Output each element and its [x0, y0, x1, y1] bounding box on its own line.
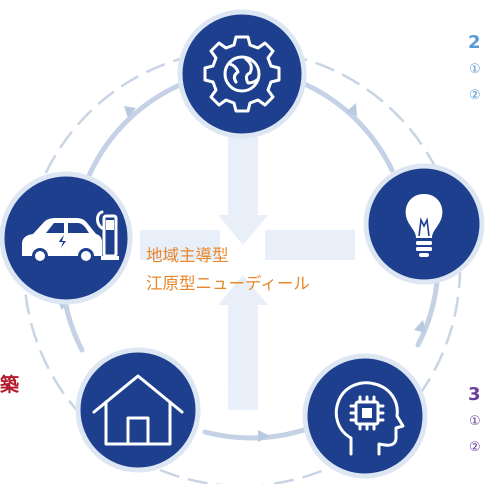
- section-3-item-1: ①: [469, 414, 481, 429]
- node-ai: [302, 353, 428, 479]
- background-arrows: [140, 100, 355, 410]
- left-fragment-text: 築: [0, 374, 20, 396]
- node-idea: [363, 163, 485, 285]
- lightbulb-icon: [405, 194, 443, 257]
- section-number-2: 2: [468, 32, 481, 53]
- node-mobility: [0, 171, 133, 305]
- node-housing: [75, 347, 201, 473]
- gear-globe-icon: [203, 35, 281, 113]
- section-2-item-2: ②: [469, 88, 481, 103]
- section-3-item-2: ②: [469, 440, 481, 455]
- arrowhead-top-left: [124, 106, 136, 118]
- arrowhead-top-right: [346, 103, 357, 116]
- section-number-3: 3: [468, 384, 481, 405]
- arrowhead-bottom: [258, 430, 270, 442]
- arrowhead-right: [414, 320, 426, 333]
- ai-head-chip-icon: [334, 381, 405, 456]
- node-global-gear: [177, 9, 307, 139]
- center-title-line2: 江原型ニューディール: [146, 274, 310, 293]
- section-2-item-1: ①: [469, 62, 481, 77]
- ev-car-charging-icon: [22, 210, 119, 264]
- house-icon: [92, 374, 184, 446]
- center-title-line1: 地域主導型: [146, 246, 229, 265]
